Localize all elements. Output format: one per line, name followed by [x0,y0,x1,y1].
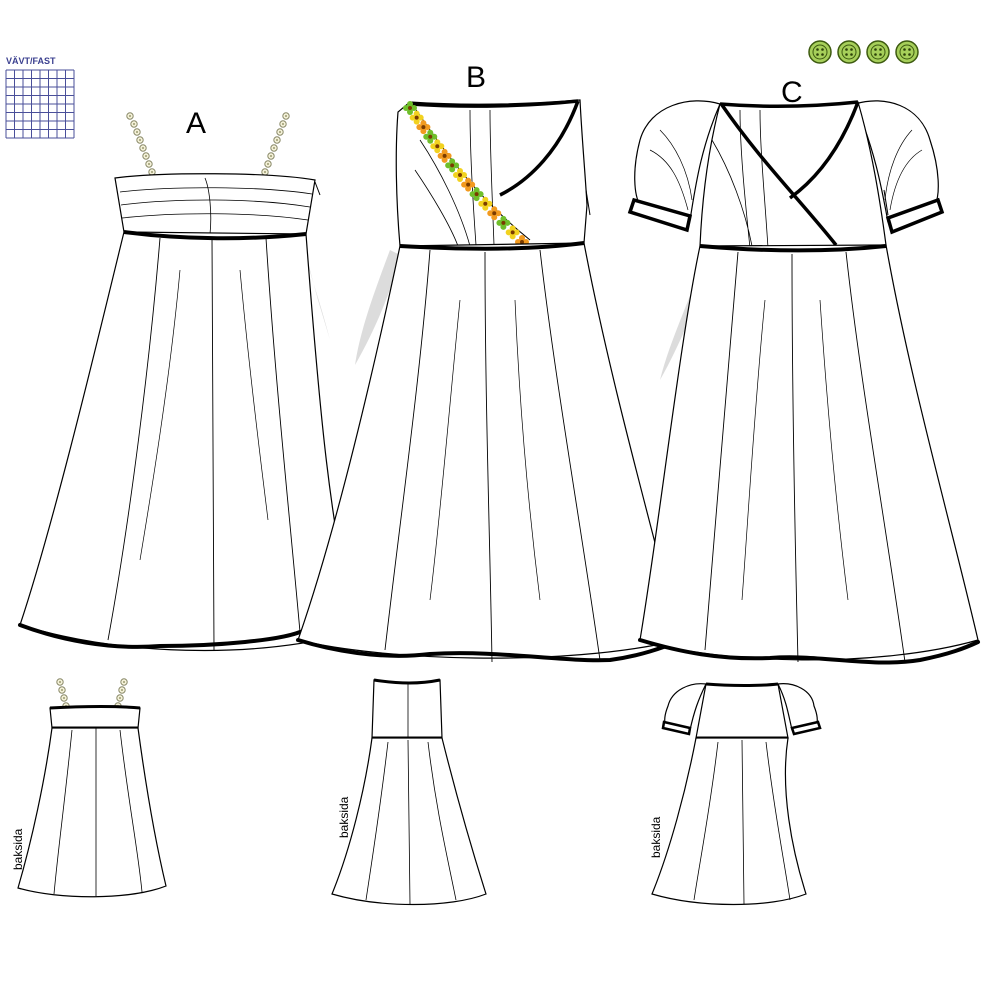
button-icon [866,40,890,64]
back-label-a: baksida [11,828,25,870]
dress-b-front: B [296,61,684,663]
back-label-b: baksida [337,796,351,838]
button-icon [808,40,832,64]
dress-b-back: baksida [331,678,487,906]
beaded-strap-left [126,112,156,176]
fabric-type-icon: VÄVT/FAST [5,56,75,139]
dress-c-back: baksida [649,682,822,906]
fabric-label: VÄVT/FAST [6,56,56,66]
button-icon [837,40,861,64]
buttons-icon [808,40,919,64]
dress-a-front: A [18,107,360,652]
beaded-strap-right [261,112,290,176]
back-label-c: baksida [649,816,663,858]
view-label-c: C [781,76,803,109]
dress-a-back: baksida [11,678,167,898]
fabric-grid-icon [5,69,75,139]
dress-c-front: C [627,76,980,665]
beaded-strap-back-left [56,678,70,710]
view-label-a: A [186,107,206,140]
button-icon [895,40,919,64]
beaded-strap-back-right [114,678,128,710]
view-label-b: B [466,61,486,94]
